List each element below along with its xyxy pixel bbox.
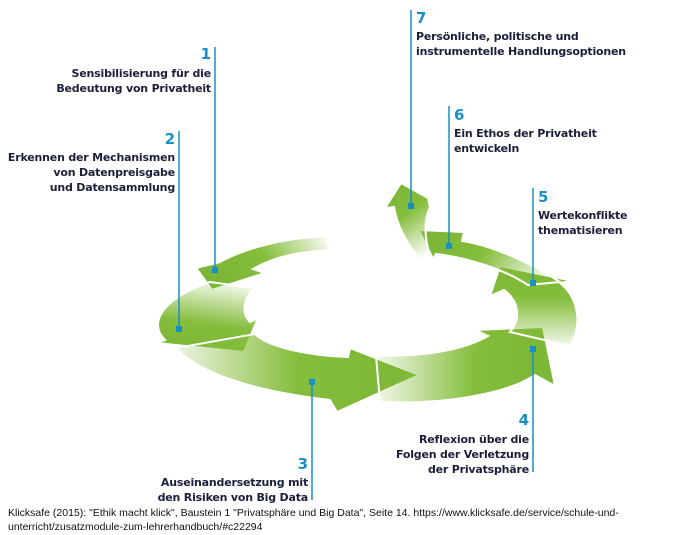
step-4-label-line: Folgen der Verletzung <box>395 448 529 461</box>
step-2-label-line: und Datensammlung <box>49 181 175 194</box>
step-4-label: Reflexion über die Folgen der Verletzung… <box>380 432 529 477</box>
caption-line-1: Klicksafe (2015): "Ethik macht klick", B… <box>8 507 619 519</box>
step-1-label-line: Sensibilisierung für die <box>71 67 212 80</box>
leader-lines <box>178 10 534 500</box>
step-1-label: Sensibilisierung für die Bedeutung von P… <box>40 66 211 96</box>
step-2-label-line: Erkennen der Mechanismen <box>7 151 175 164</box>
step-1-label-line: Bedeutung von Privatheit <box>56 82 211 95</box>
step-2-label-line: von Datenpreisgabe <box>53 166 175 179</box>
step-4-label-line: der Privatsphäre <box>427 463 529 476</box>
marker-7 <box>408 203 414 209</box>
arrow-step-1 <box>194 234 332 292</box>
arrow-step-6 <box>417 228 563 287</box>
step-6-label-line: Ein Ethos der Privatheit <box>454 127 597 140</box>
step-3-number: 3 <box>297 455 308 473</box>
step-3-label-line: Auseinandersetzung mit <box>160 476 308 489</box>
arrow-step-2 <box>156 280 260 354</box>
step-7-label: Persönliche, politische und instrumentel… <box>416 29 676 59</box>
arrow-step-3 <box>174 332 422 414</box>
marker-4 <box>530 346 536 352</box>
step-7-label-line: instrumentelle Handlungsoptionen <box>416 45 626 58</box>
step-5-label-line: Wertekonflikte <box>538 209 628 222</box>
step-6-label: Ein Ethos der Privatheit entwickeln <box>454 126 654 156</box>
marker-2 <box>176 326 182 332</box>
step-3-label-line: den Risiken von Big Data <box>157 491 309 504</box>
marker-6 <box>446 243 452 249</box>
marker-3 <box>309 379 315 385</box>
caption-line-2: unterricht/zusatzmodule-zum-lehrerhandbu… <box>8 521 263 533</box>
arrow-step-4 <box>374 325 557 404</box>
marker-5 <box>530 280 536 286</box>
step-5-label-line: thematisieren <box>538 224 623 237</box>
step-2-label: Erkennen der Mechanismen von Datenpreisg… <box>0 150 175 195</box>
step-4-number: 4 <box>518 411 529 429</box>
leader-markers <box>176 203 536 385</box>
step-7-number: 7 <box>416 9 427 27</box>
step-7-label-line: Persönliche, politische und <box>416 30 579 43</box>
step-5-label: Wertekonflikte thematisieren <box>538 208 678 238</box>
step-5-number: 5 <box>538 188 549 206</box>
step-3-label: Auseinandersetzung mit den Risiken von B… <box>140 475 309 505</box>
source-caption: Klicksafe (2015): "Ethik macht klick", B… <box>8 506 683 534</box>
step-6-number: 6 <box>454 106 465 124</box>
marker-1 <box>212 267 218 273</box>
step-6-label-line: entwickeln <box>454 142 520 155</box>
step-1-number: 1 <box>200 45 211 63</box>
step-4-label-line: Reflexion über die <box>419 433 529 446</box>
step-2-number: 2 <box>164 130 175 148</box>
arrow-step-7 <box>383 181 432 262</box>
